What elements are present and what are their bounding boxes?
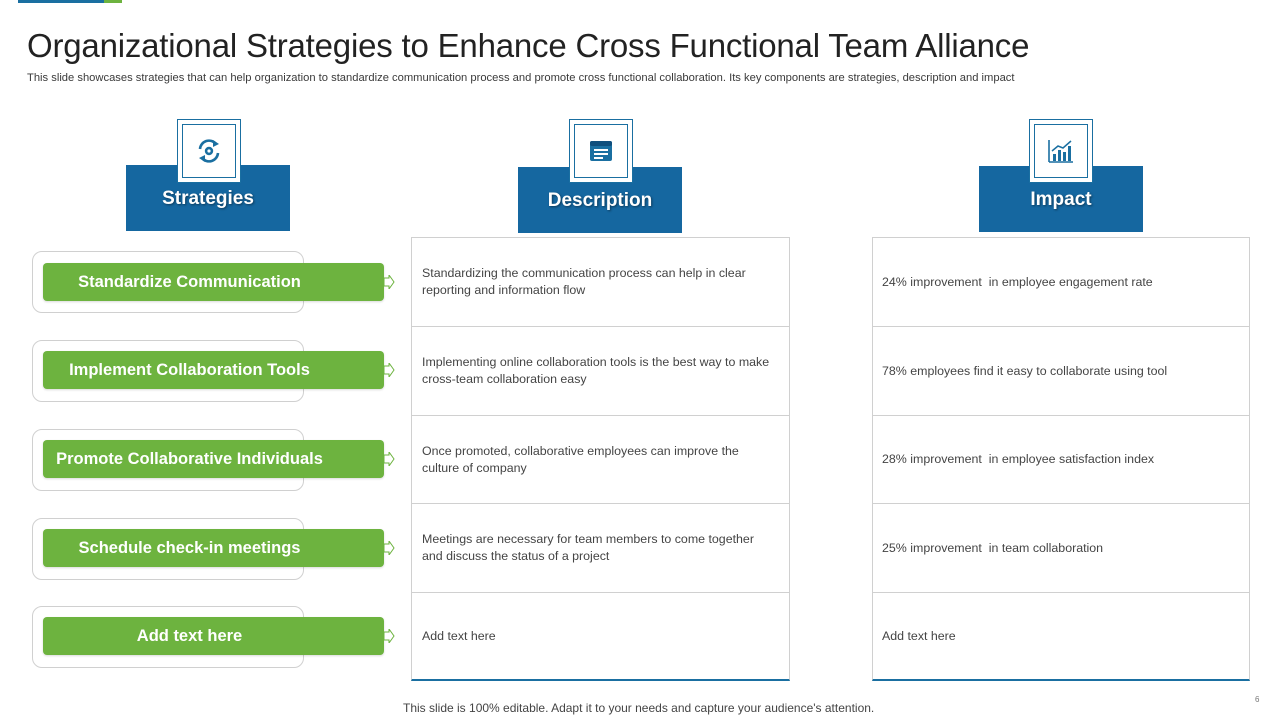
slide-title: Organizational Strategies to Enhance Cro… — [27, 27, 1030, 64]
slide-subtitle: This slide showcases strategies that can… — [27, 72, 1015, 84]
arrow-right-icon — [383, 275, 395, 289]
impact-cell-4: 25% improvement in team collaboration — [873, 504, 1249, 593]
strategy-item-3: Promote Collaborative Individuals — [43, 440, 384, 478]
bar-chart-icon — [1048, 140, 1073, 163]
impact-text: 78% employees find it easy to collaborat… — [882, 363, 1168, 378]
strategy-item-5: Add text here — [43, 617, 384, 655]
document-window-icon — [590, 141, 612, 161]
slide-footer: This slide is 100% editable. Adapt it to… — [403, 701, 875, 715]
impact-text: Add text here — [882, 629, 956, 644]
page-number: 6 — [1255, 695, 1260, 704]
description-text: Standardizing the communication process … — [422, 266, 746, 297]
impact-text: 28% improvement in employee satisfaction… — [882, 452, 1155, 467]
description-cell-2: Implementing online collaboration tools … — [412, 327, 789, 416]
description-cell-5: Add text here — [412, 593, 789, 680]
refresh-gear-icon — [198, 139, 220, 163]
description-text: Implementing online collaboration tools … — [422, 355, 770, 386]
impact-cell-3: 28% improvement in employee satisfaction… — [873, 416, 1249, 504]
description-icon-frame — [569, 119, 633, 183]
description-cell-4: Meetings are necessary for team members … — [412, 504, 789, 593]
description-cell-1: Standardizing the communication process … — [412, 238, 789, 327]
strategies-header: Strategies — [126, 165, 290, 231]
strategies-icon-frame — [177, 119, 241, 183]
impact-cell-5: Add text here — [873, 593, 1249, 680]
impact-text: 25% improvement in team collaboration — [882, 540, 1104, 555]
impact-table: 24% improvement in employee engagement r… — [872, 237, 1250, 681]
description-cell-3: Once promoted, collaborative employees c… — [412, 416, 789, 504]
description-text: Meetings are necessary for team members … — [422, 532, 754, 563]
top-accent-bar — [18, 0, 122, 3]
impact-text: 24% improvement in employee engagement r… — [882, 274, 1153, 289]
strategy-item-4: Schedule check-in meetings — [43, 529, 384, 567]
impact-icon-frame — [1029, 119, 1093, 183]
arrow-right-icon — [383, 452, 395, 466]
arrow-right-icon — [383, 363, 395, 377]
description-text: Once promoted, collaborative employees c… — [422, 443, 739, 475]
strategy-item-2: Implement Collaboration Tools — [43, 351, 384, 389]
arrow-right-icon — [383, 629, 395, 643]
impact-cell-2: 78% employees find it easy to collaborat… — [873, 327, 1249, 416]
impact-cell-1: 24% improvement in employee engagement r… — [873, 238, 1249, 327]
strategy-item-1: Standardize Communication — [43, 263, 384, 301]
description-text: Add text here — [422, 629, 496, 644]
arrow-right-icon — [383, 541, 395, 555]
description-table: Standardizing the communication process … — [411, 237, 790, 681]
